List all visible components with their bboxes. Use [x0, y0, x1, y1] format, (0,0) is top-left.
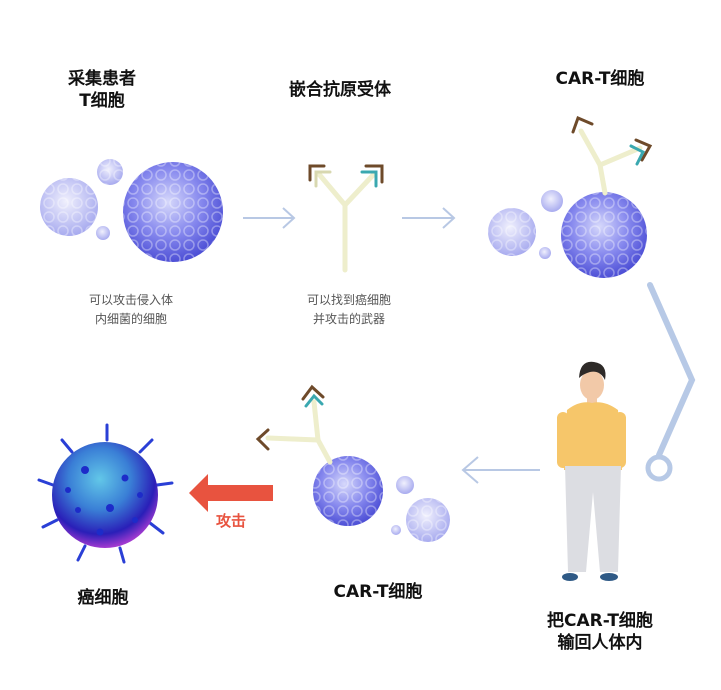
cancer-cell-icon: [37, 423, 174, 564]
arrow-icon: [402, 207, 456, 229]
infuse-title: 把CAR-T细胞 输回人体内: [547, 611, 653, 653]
car-t-top-title: CAR-T细胞: [555, 69, 645, 89]
car-t-cell-icon: [488, 115, 653, 278]
chimeric-title: 嵌合抗原受体: [289, 80, 391, 100]
attack-label: 攻击: [216, 512, 247, 530]
attack-arrow-icon: [189, 474, 273, 512]
cancer-title: 癌细胞: [77, 588, 129, 608]
person-icon: [557, 361, 626, 581]
receptor-icon: [308, 164, 384, 273]
arrow-icon: [243, 207, 296, 229]
chimeric-desc: 可以找到癌细胞 并攻击的武器: [306, 293, 391, 326]
car-t-cell-icon: [255, 384, 450, 542]
connector-line: [645, 282, 696, 482]
collect-title: 采集患者 T细胞: [68, 69, 136, 111]
car-t-bottom-title: CAR-T细胞: [333, 582, 423, 602]
collect-desc: 可以攻击侵入体 内细菌的细胞: [88, 293, 173, 326]
arrow-icon: [461, 456, 540, 484]
t-cell-cluster-icon: [40, 159, 223, 262]
